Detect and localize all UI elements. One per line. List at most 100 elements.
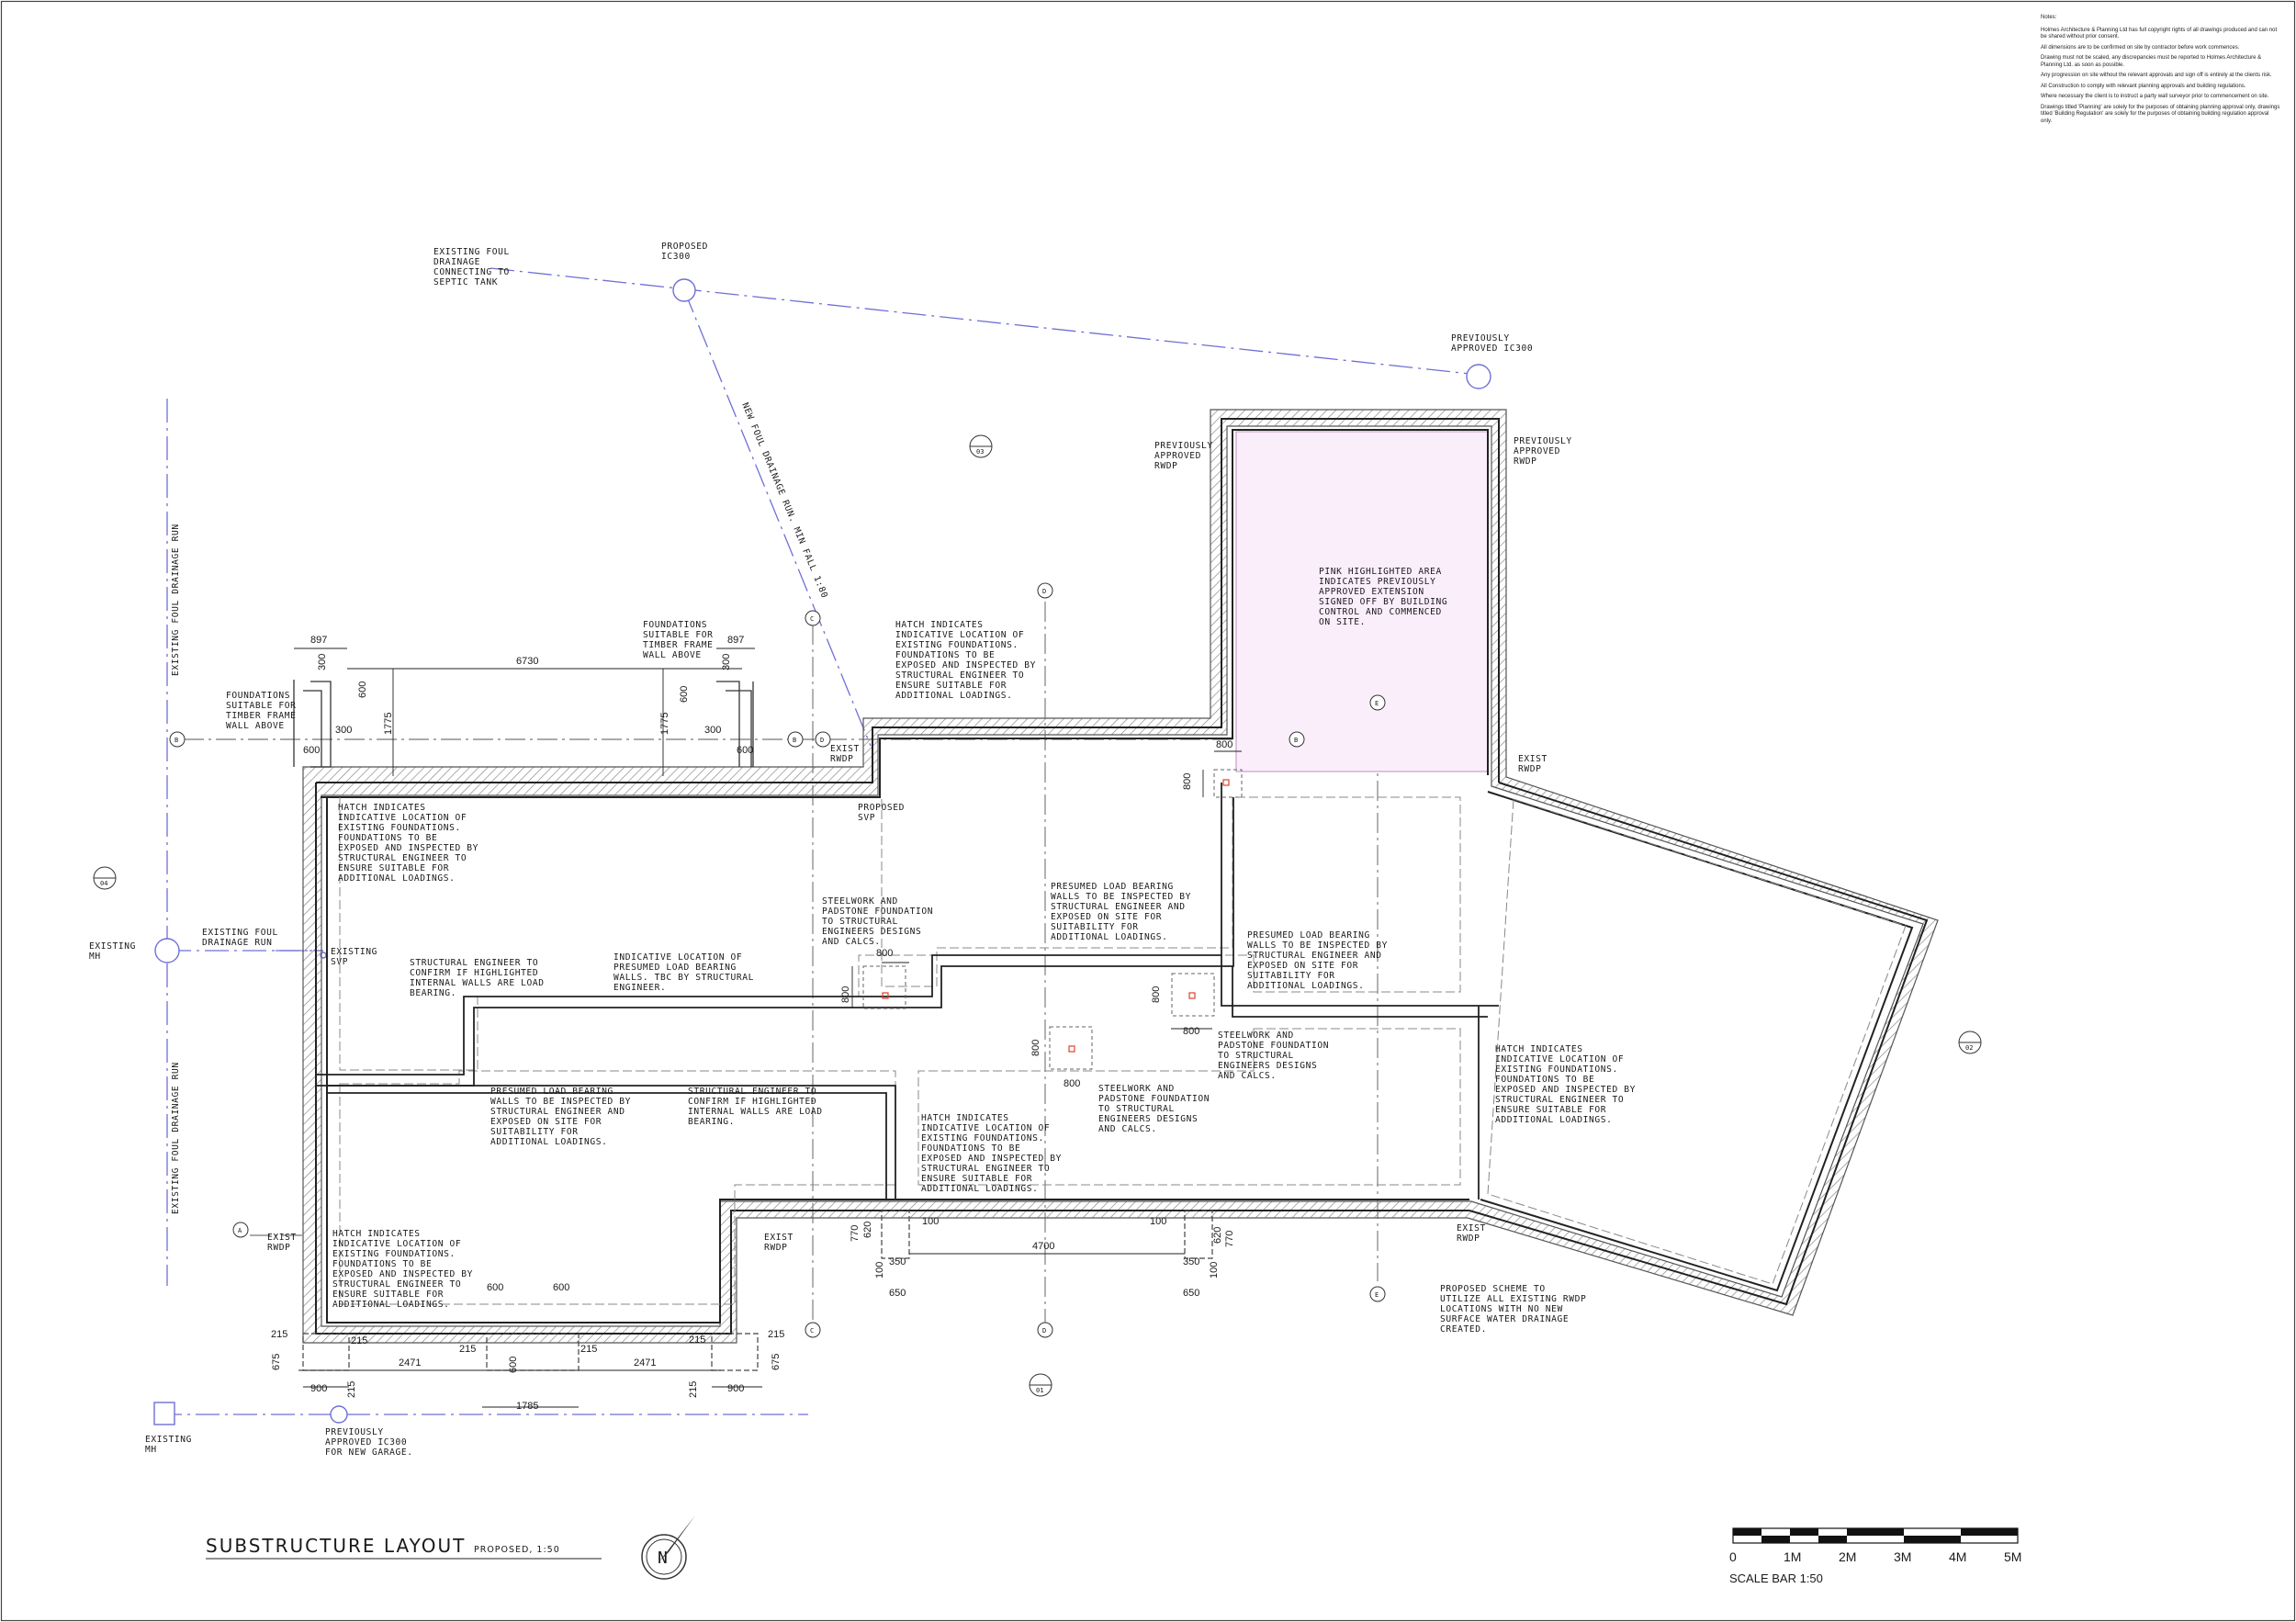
scale-tick-4: 4M xyxy=(1949,1549,1966,1564)
dim-100-r: 100 xyxy=(1150,1216,1166,1227)
note-item: Any progression on site without the rele… xyxy=(2041,73,2272,78)
dim-100-rv: 100 xyxy=(1209,1262,1220,1278)
dim-2471-r: 2471 xyxy=(634,1357,656,1369)
dim-6730: 6730 xyxy=(516,656,538,667)
svg-text:04: 04 xyxy=(100,880,107,887)
dim-650-l: 650 xyxy=(889,1288,906,1299)
dim-215-a: 215 xyxy=(271,1329,287,1340)
dim-800-p2-w: 800 xyxy=(1183,1026,1199,1037)
svg-text:E: E xyxy=(1375,1291,1379,1299)
drawing-subtitle: PROPOSED, 1:50 xyxy=(474,1545,560,1555)
dim-900-r: 900 xyxy=(727,1383,744,1394)
grid-marker-d-top: D xyxy=(1037,582,1053,599)
dim-650-r: 650 xyxy=(1183,1288,1199,1299)
padstones xyxy=(862,769,1243,1070)
scale-tick-1: 1M xyxy=(1784,1549,1801,1564)
dim-800-p3-w: 800 xyxy=(1064,1078,1080,1089)
dim-600-d: 600 xyxy=(737,745,753,756)
scale-tick-5: 5M xyxy=(2004,1549,2021,1564)
scale-caption: SCALE BAR 1:50 xyxy=(1729,1571,1823,1585)
notes-heading: Notes: xyxy=(2041,15,2057,20)
dim-2471-l: 2471 xyxy=(399,1357,421,1369)
note-item: Drawing must not be scaled, any discrepa… xyxy=(2041,55,2262,68)
notes-block: Notes: Holmes Architecture & Planning Lt… xyxy=(2041,15,2281,129)
section-marker-02: 02 xyxy=(1958,1031,1982,1054)
section-marker-04: 04 xyxy=(93,866,117,890)
grid-marker-b-mid: B xyxy=(787,731,804,748)
svg-text:D: D xyxy=(820,737,824,744)
dim-897-left: 897 xyxy=(310,635,327,646)
dim-215-e: 215 xyxy=(689,1335,705,1346)
section-markers: 01 02 03 04 xyxy=(93,434,1982,1397)
dim-770-r: 770 xyxy=(1224,1231,1235,1247)
dim-100-l: 100 xyxy=(922,1216,939,1227)
note-item: Holmes Architecture & Planning Ltd has f… xyxy=(2041,27,2278,40)
north-arrow-icon: N xyxy=(641,1515,695,1580)
svg-text:C: C xyxy=(810,1327,814,1335)
dimension-text: 897 897 6730 300 600 1775 300 600 600 17… xyxy=(271,635,1235,1412)
dim-600-c: 600 xyxy=(679,686,690,703)
dim-675-r: 675 xyxy=(771,1354,782,1370)
dim-600-a: 600 xyxy=(357,681,368,698)
dim-800-top: 800 xyxy=(1216,739,1232,750)
dim-900-l: 900 xyxy=(310,1383,327,1394)
dim-350-r: 350 xyxy=(1183,1256,1199,1267)
scale-bar: 0 1M 2M 3M 4M 5M SCALE BAR 1:50 xyxy=(1729,1527,2021,1585)
dim-4700: 4700 xyxy=(1032,1241,1054,1252)
svg-text:D: D xyxy=(1042,1327,1046,1335)
dim-215-h: 215 xyxy=(688,1381,699,1398)
svg-text:B: B xyxy=(174,737,178,744)
note-item: All Construction to comply with relevant… xyxy=(2041,83,2246,89)
grid-marker-d-mid: D xyxy=(815,731,831,748)
dim-215-b: 215 xyxy=(351,1335,367,1346)
grid-marker-b-left: B xyxy=(169,731,186,748)
label-new-foul-run: NEW FOUL DRAINAGE RUN. MIN FALL 1:80 xyxy=(739,401,829,600)
drawing-title-block: SUBSTRUCTURE LAYOUT PROPOSED, 1:50 N xyxy=(206,1515,695,1580)
scale-tick-2: 2M xyxy=(1839,1549,1856,1564)
grid-marker-d-bottom: D xyxy=(1037,1322,1053,1338)
dim-215-g: 215 xyxy=(346,1381,357,1398)
grid-marker-c-top: C xyxy=(805,610,821,626)
dim-1785: 1785 xyxy=(516,1401,538,1412)
dim-620-r: 620 xyxy=(1212,1227,1223,1244)
dim-800-p3-h: 800 xyxy=(1030,1040,1041,1056)
dim-215-c: 215 xyxy=(459,1344,476,1355)
drainage-runs xyxy=(158,267,1480,1415)
svg-text:03: 03 xyxy=(976,448,984,456)
dim-100-lv: 100 xyxy=(874,1262,885,1278)
dim-1775-a: 1775 xyxy=(383,713,394,735)
svg-text:01: 01 xyxy=(1036,1387,1043,1394)
svg-text:02: 02 xyxy=(1965,1044,1973,1052)
dim-800-side: 800 xyxy=(1182,773,1193,790)
svg-text:E: E xyxy=(1375,700,1379,707)
label-existing-foul-vertical-top: EXISTING FOUL DRAINAGE RUN xyxy=(171,524,181,676)
hatched-foundations xyxy=(302,409,1939,1344)
internal-wall-outlines xyxy=(339,796,1907,1305)
dim-600-b: 600 xyxy=(303,745,320,756)
section-marker-01: 01 xyxy=(1029,1373,1052,1397)
note-item: Drawings titled 'Planning' are solely fo… xyxy=(2041,104,2280,124)
grid-markers: B B B C C D D E E A D xyxy=(169,582,1386,1338)
load-bearing-walls xyxy=(316,783,1499,1200)
